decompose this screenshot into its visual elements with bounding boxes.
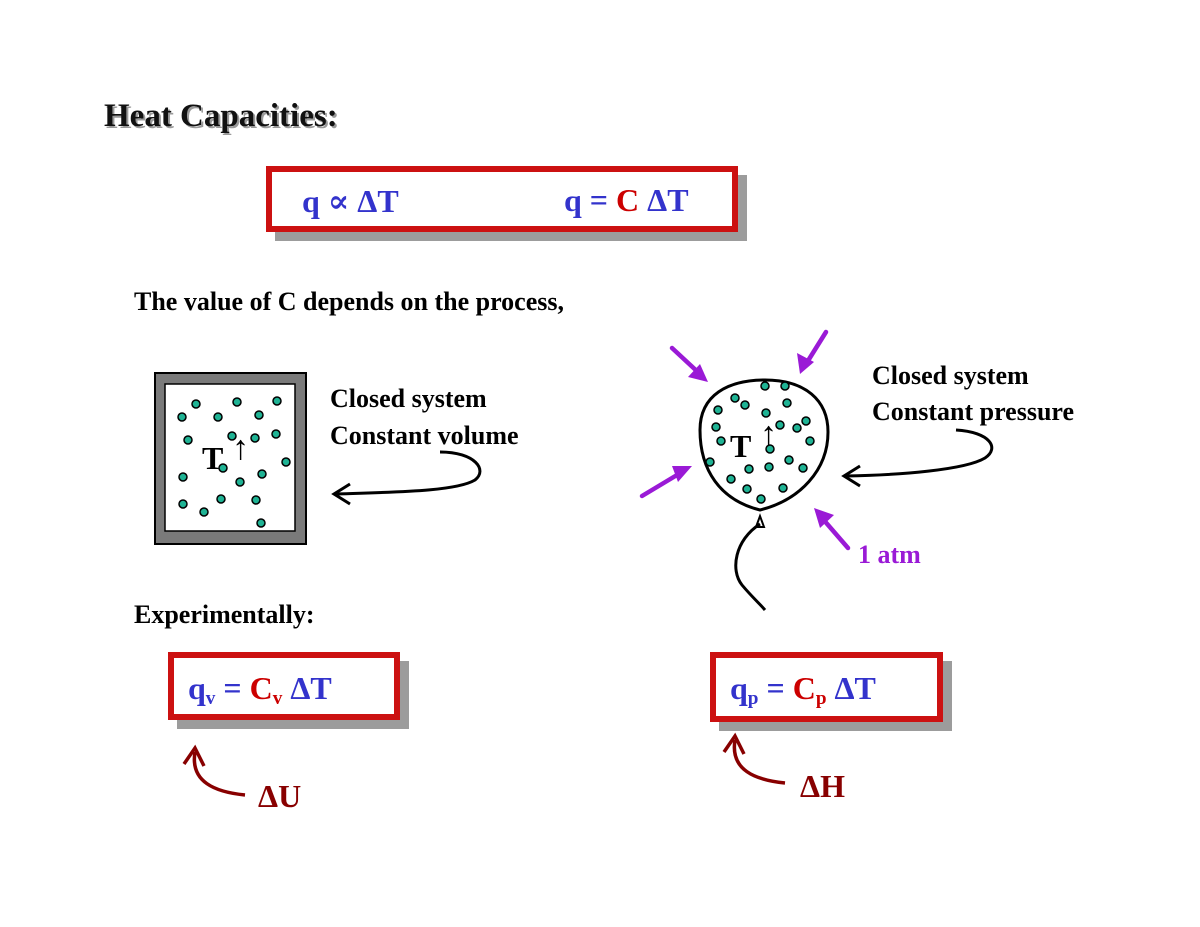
- definition-c: C: [616, 182, 640, 218]
- balloon-t-label: T: [730, 428, 752, 464]
- balloon-particles: [705, 381, 815, 504]
- cv-equation: qv = Cv ΔT: [188, 670, 332, 709]
- pressure-arrows: [639, 329, 851, 551]
- cv-c: Cv: [249, 670, 283, 709]
- container-temperature: T: [202, 440, 223, 477]
- container-up-arrow: ↑: [232, 430, 249, 467]
- pressure-curved-arrow: [841, 428, 994, 488]
- volume-label-line2: Constant volume: [330, 421, 519, 450]
- proportional-equation: q ∝ ΔT: [302, 183, 399, 219]
- definition-q: q =: [564, 182, 609, 218]
- balloon-temperature: T: [730, 428, 751, 465]
- cv-equals: =: [223, 670, 242, 706]
- cv-delta-t: ΔT: [290, 670, 332, 706]
- experimentally-label: Experimentally:: [134, 600, 315, 629]
- top-equation-box: q ∝ ΔT q = C ΔT: [266, 166, 738, 232]
- pressure-value-label: 1 atm: [858, 540, 921, 569]
- slide-title: Heat Capacities:: [104, 98, 338, 134]
- pressure-label-line1: Closed system: [872, 361, 1029, 390]
- volume-label-line1: Closed system: [330, 384, 487, 413]
- delta-h-arrow: [722, 732, 786, 785]
- cp-delta-t: ΔT: [834, 670, 876, 706]
- volume-curved-arrow: [331, 450, 482, 506]
- cv-equation-box: qv = Cv ΔT: [168, 652, 400, 720]
- balloon-up-arrow: ↑: [760, 416, 777, 453]
- delta-u-label: ΔU: [258, 778, 302, 814]
- definition-delta-t: ΔT: [647, 182, 689, 218]
- delta-u-arrow: [182, 744, 246, 797]
- cv-q: qv: [188, 670, 216, 709]
- container-particles: [177, 396, 291, 528]
- cp-equation: qp = Cp ΔT: [730, 670, 876, 709]
- cp-c: Cp: [792, 670, 827, 709]
- cp-equals: =: [766, 670, 785, 706]
- definition-equation: q = C ΔT: [564, 182, 689, 219]
- cp-equation-box: qp = Cp ΔT: [710, 652, 943, 722]
- delta-h-label: ΔH: [800, 768, 845, 804]
- pressure-label-line2: Constant pressure: [872, 397, 1075, 426]
- cp-q: qp: [730, 670, 759, 709]
- container-t-label: T: [202, 440, 224, 476]
- intro-text: The value of C depends on the process,: [134, 287, 565, 316]
